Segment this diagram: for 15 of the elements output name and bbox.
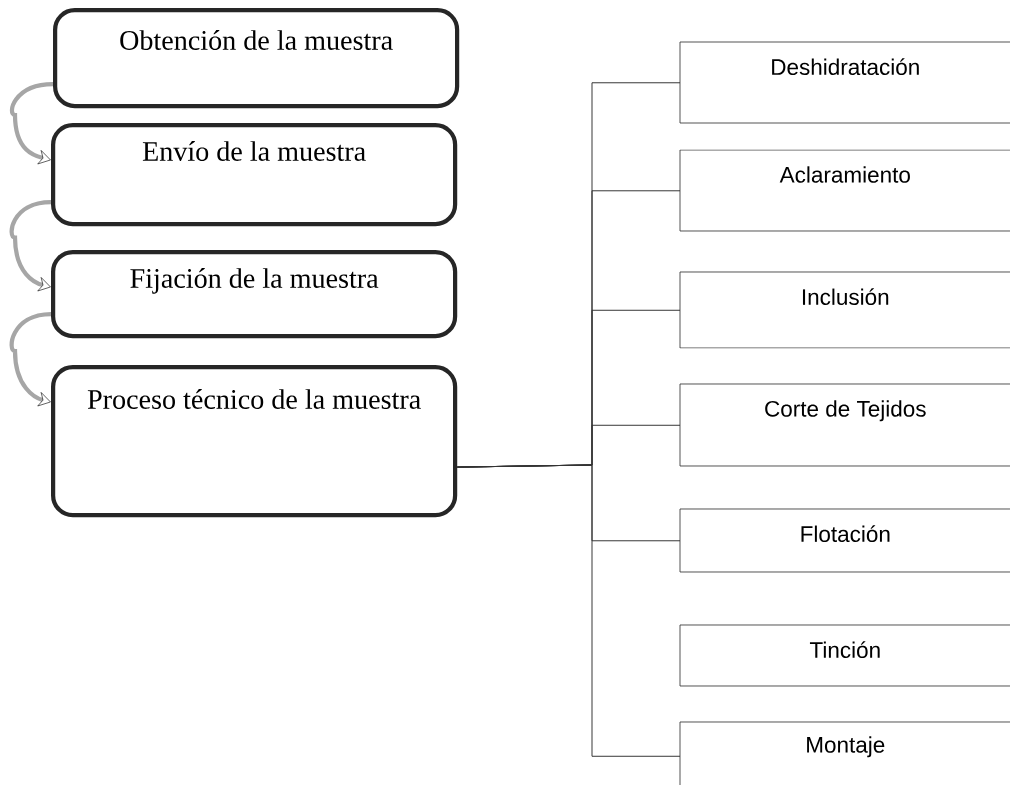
process-box: Montaje [679, 721, 1010, 785]
process-box: Inclusión [679, 271, 1010, 349]
connector-line [456, 464, 681, 757]
process-box: Flotación [679, 508, 1010, 573]
step-box: Obtención de la muestra [53, 8, 460, 109]
curved-arrow [9, 82, 54, 165]
curved-arrow [9, 200, 52, 292]
process-box: Tinción [679, 624, 1010, 687]
process-box: Deshidratación [679, 41, 1010, 124]
step-box: Fijación de la muestra [51, 250, 458, 339]
curved-arrow [9, 312, 52, 407]
process-box: Corte de Tejidos [679, 383, 1010, 467]
process-box: Aclaramiento [679, 149, 1010, 232]
step-box: Proceso técnico de la muestra [51, 365, 458, 518]
step-box: Envío de la muestra [51, 123, 458, 227]
